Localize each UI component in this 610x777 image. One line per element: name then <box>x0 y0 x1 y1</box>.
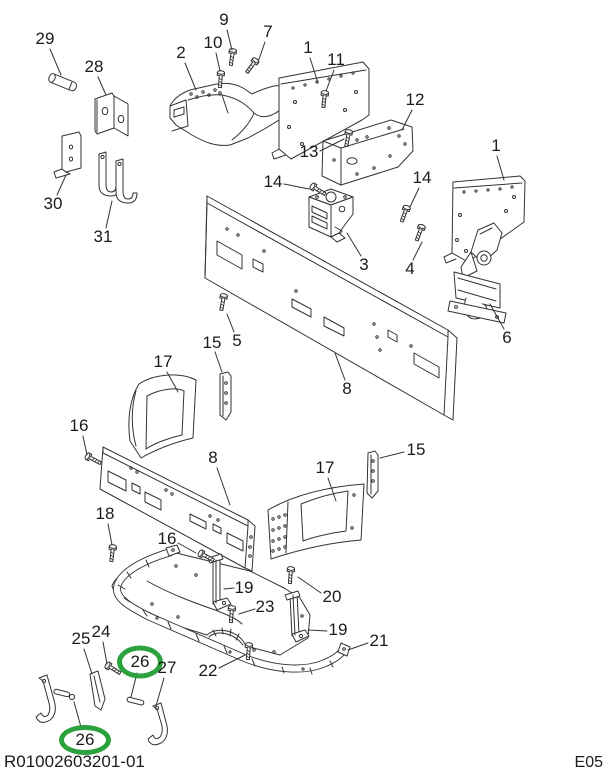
part-bracket-1-right <box>443 175 526 264</box>
callout-14: 14 <box>412 167 432 187</box>
callout-20: 20 <box>322 586 342 606</box>
callout-10: 10 <box>203 32 223 52</box>
callout-28: 28 <box>84 56 104 76</box>
callout-17: 17 <box>315 457 335 477</box>
callout-16: 16 <box>69 415 89 435</box>
callout-3: 3 <box>359 254 369 274</box>
callout-19: 19 <box>234 577 254 597</box>
callout-15: 15 <box>202 332 222 352</box>
part-strap-19-right <box>284 590 310 643</box>
callout-18: 18 <box>95 503 115 523</box>
part-j-hook-left <box>35 674 56 723</box>
callout-1: 1 <box>491 135 501 155</box>
callout-11: 11 <box>327 49 345 69</box>
callout-25: 25 <box>71 628 91 648</box>
drawing-number: R01002603201-01 <box>4 752 145 771</box>
callout-2: 2 <box>176 42 186 62</box>
part-strap-19-left <box>207 553 232 611</box>
callout-17: 17 <box>153 351 173 371</box>
callout-26: 26 <box>130 651 150 671</box>
part-bumper-8-upper <box>204 195 458 421</box>
callout-23: 23 <box>255 596 275 616</box>
callout-1: 1 <box>303 37 313 57</box>
callout-14: 14 <box>263 171 283 191</box>
part-skid-plate-22 <box>111 551 311 656</box>
part-pin-26-lower <box>53 688 76 701</box>
part-end-cap-17-right <box>267 483 365 560</box>
page-code: E05 <box>574 754 603 771</box>
part-strip-15-right <box>366 450 379 499</box>
callout-22: 22 <box>198 660 218 680</box>
part-bracket-30 <box>53 131 82 179</box>
part-crossmember-2 <box>169 82 304 146</box>
callout-16: 16 <box>157 528 177 548</box>
part-j-hooks-31 <box>98 151 138 204</box>
callout-12: 12 <box>405 89 425 109</box>
callout-26: 26 <box>75 729 95 749</box>
callout-6: 6 <box>502 327 512 347</box>
part-shim-25 <box>89 670 106 711</box>
highlight-ellipse <box>59 725 111 755</box>
callout-8: 8 <box>208 447 218 467</box>
callout-31: 31 <box>93 226 113 246</box>
part-pin-29 <box>48 73 78 92</box>
part-tow-hook-6 <box>447 222 507 324</box>
callout-21: 21 <box>369 630 389 650</box>
part-j-hook-27 <box>147 702 168 746</box>
callout-9: 9 <box>219 9 229 29</box>
callout-29: 29 <box>35 28 55 48</box>
part-strip-15-left <box>219 371 232 421</box>
callout-8: 8 <box>342 378 352 398</box>
highlight-ellipse <box>117 645 163 679</box>
callout-30: 30 <box>43 193 63 213</box>
callout-7: 7 <box>263 21 273 41</box>
part-bracket-28 <box>94 92 129 137</box>
part-bracket-1-left <box>271 61 370 160</box>
callout-27: 27 <box>157 657 177 677</box>
callout-4: 4 <box>405 258 415 278</box>
callout-13: 13 <box>299 141 319 161</box>
part-end-cap-17-left <box>128 374 197 459</box>
callout-5: 5 <box>232 330 242 350</box>
part-pin-26-upper <box>126 696 145 706</box>
callout-24: 24 <box>91 621 111 641</box>
callout-15: 15 <box>406 439 426 459</box>
part-bumper-8-lower <box>99 446 256 572</box>
callout-19: 19 <box>328 619 348 639</box>
leader-lines <box>49 29 505 728</box>
